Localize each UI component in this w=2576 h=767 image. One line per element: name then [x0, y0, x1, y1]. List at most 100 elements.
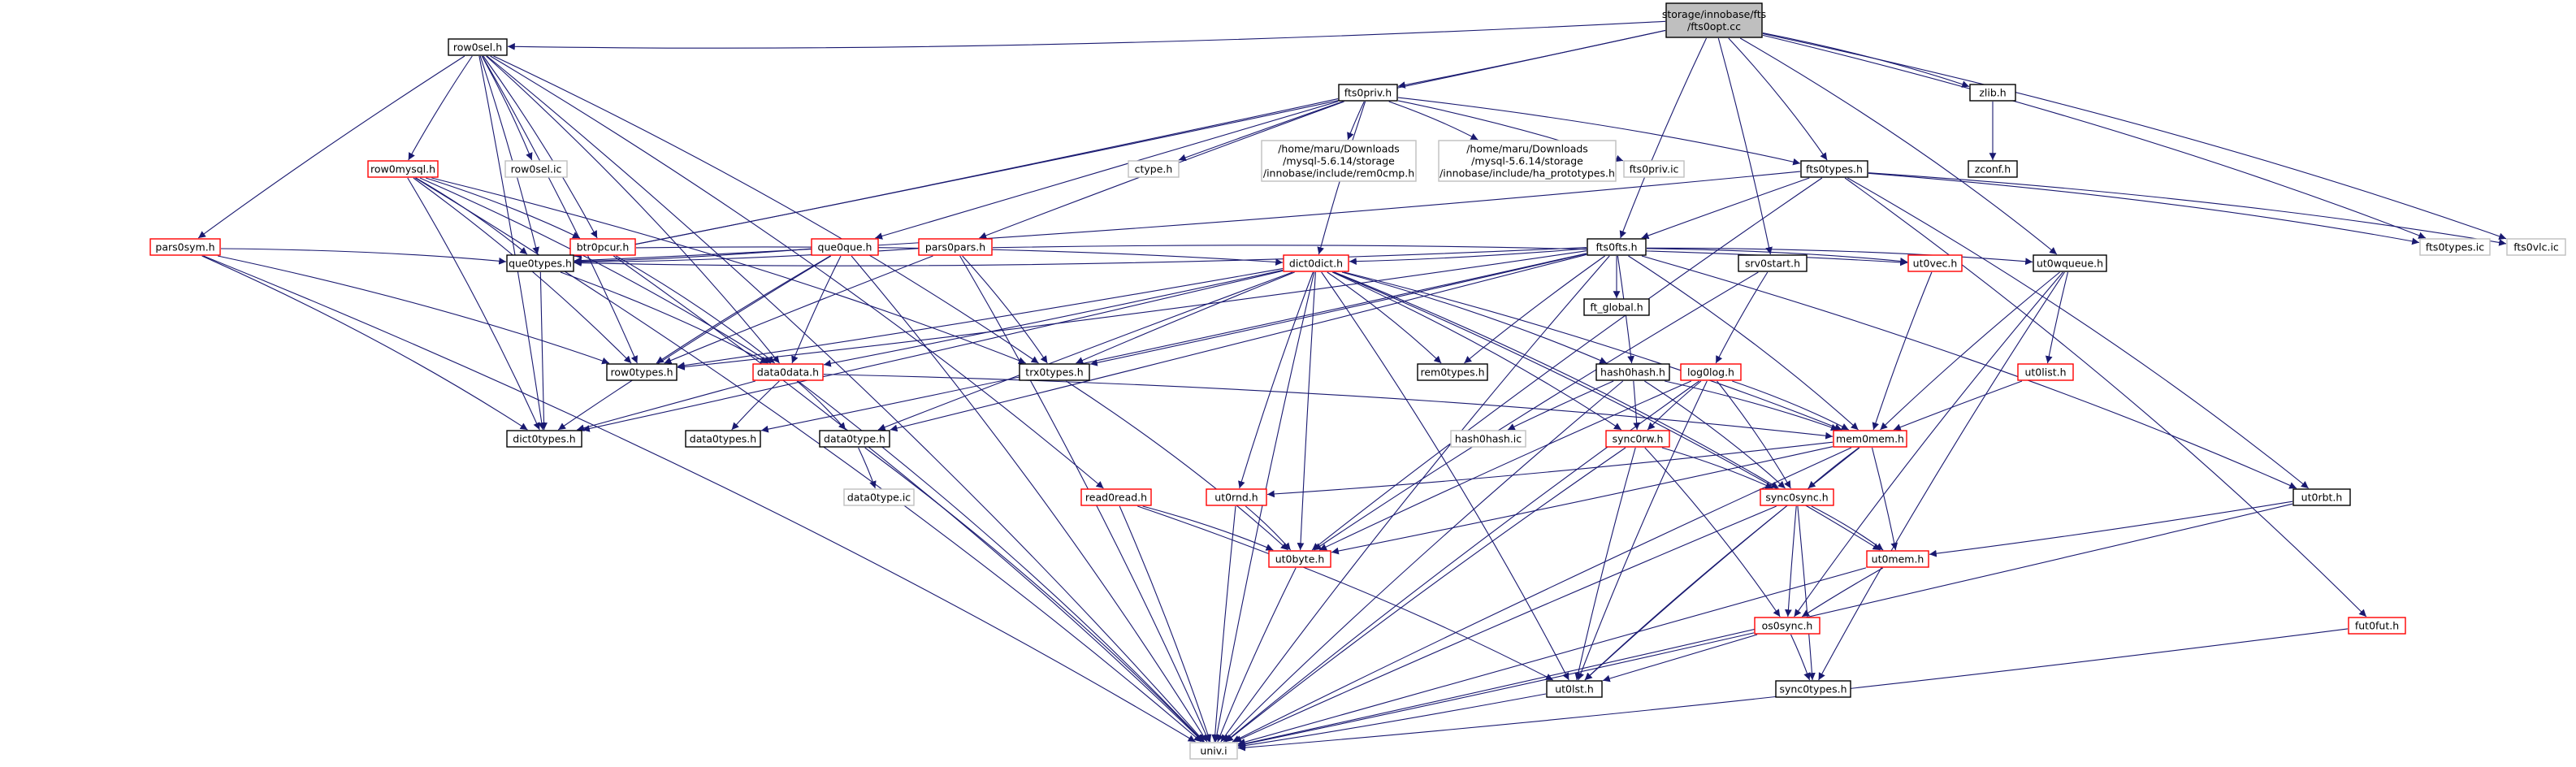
node-row0mysql-h[interactable]: row0mysql.h — [367, 160, 439, 178]
node-box — [1907, 254, 1963, 272]
node-rem0types-h[interactable]: rem0types.h — [1417, 363, 1488, 381]
node-label: zconf.h — [1975, 163, 2011, 176]
node-que0que-h[interactable]: que0que.h — [811, 238, 879, 256]
edge-dict0dict-h-to-univ-i — [1213, 271, 1315, 743]
node-box — [2292, 488, 2351, 506]
node-data0types-h[interactable]: data0types.h — [685, 430, 761, 448]
node-pars0pars-h[interactable]: pars0pars.h — [918, 238, 993, 256]
node-label: ctype.h — [1135, 163, 1173, 176]
node-box — [1866, 550, 1929, 568]
node-row0sel-ic[interactable]: row0sel.ic — [504, 160, 568, 178]
node-pars0sym-h[interactable]: pars0sym.h — [149, 238, 221, 256]
node-ut0rnd-h[interactable]: ut0rnd.h — [1206, 488, 1267, 506]
node-que0types-h[interactable]: que0types.h — [506, 254, 574, 272]
node-fts0types-ic[interactable]: fts0types.ic — [2419, 238, 2491, 256]
edge-root-to-zlib-h — [1762, 32, 1970, 88]
node-dict0dict-h[interactable]: dict0dict.h — [1283, 254, 1349, 272]
node-box — [1760, 488, 1834, 506]
node-box — [2506, 238, 2566, 256]
node-fts0priv-h[interactable]: fts0priv.h — [1338, 84, 1398, 102]
edge-dict0dict-h-to-sync0sync-h — [1334, 271, 1779, 489]
edge-row0sel-h-to-btr0pcur-h — [483, 55, 598, 239]
node-read0read-h[interactable]: read0read.h — [1080, 488, 1152, 506]
node-box — [1605, 430, 1670, 448]
edge-pars0pars-h-to-trx0types-h — [962, 255, 1048, 364]
node-root[interactable]: storage/innobase/fts/fts0opt.cc — [1662, 2, 1766, 38]
edge-pars0sym-h-to-row0types-h — [217, 255, 610, 365]
node-hash0hash-ic[interactable]: hash0hash.ic — [1450, 430, 1526, 448]
node-os0sync-h[interactable]: os0sync.h — [1754, 617, 1821, 635]
node-log0log-h[interactable]: log0log.h — [1680, 363, 1742, 381]
edge-dict0dict-h-to-dict0types-h — [582, 270, 1284, 432]
node-fts0priv-ic[interactable]: fts0priv.ic — [1623, 160, 1685, 178]
node-ha-prototypes-h[interactable]: /home/maru/Downloads/mysql-5.6.14/storag… — [1438, 140, 1617, 182]
edge-srv0start-h-to-ut0byte-h — [1314, 271, 1759, 551]
edge-trx0types-h-to-ut0byte-h — [1066, 380, 1288, 551]
node-zconf-h[interactable]: zconf.h — [1968, 160, 2018, 178]
node-fts0types-h[interactable]: fts0types.h — [1800, 160, 1868, 178]
node-sync0rw-h[interactable]: sync0rw.h — [1605, 430, 1670, 448]
edge-row0sel-h-to-univ-i — [487, 55, 1205, 743]
edge-fts0priv-h-to-ctype-h — [1178, 101, 1344, 162]
node-data0data-h[interactable]: data0data.h — [752, 363, 824, 381]
node-btr0pcur-h[interactable]: btr0pcur.h — [569, 238, 636, 256]
edge-row0sel-h-to-pars0sym-h — [197, 55, 465, 239]
edge-fts0fts-h-to-mem0mem-h — [1628, 255, 1859, 431]
node-fts0vlc-ic[interactable]: fts0vlc.ic — [2506, 238, 2566, 256]
edge-dict0dict-h-to-ut0lst-h — [1321, 271, 1569, 681]
node-univ-i[interactable]: univ.i — [1189, 742, 1238, 760]
node-box — [1680, 363, 1742, 381]
node-rem0cmp-h[interactable]: /home/maru/Downloads/mysql-5.6.14/storag… — [1261, 140, 1417, 182]
edge-fts0priv-h-to-que0types-h — [574, 98, 1339, 258]
node-row0types-h[interactable]: row0types.h — [606, 363, 678, 381]
node-ut0mem-h[interactable]: ut0mem.h — [1866, 550, 1929, 568]
node-mem0mem-h[interactable]: mem0mem.h — [1833, 430, 1907, 448]
node-box — [506, 430, 582, 448]
edge-root-to-srv0start-h — [1717, 37, 1773, 255]
edge-srv0start-h-to-log0log-h — [1715, 271, 1769, 364]
node-label: ut0rbt.h — [2301, 492, 2343, 504]
node-ut0byte-h[interactable]: ut0byte.h — [1268, 550, 1331, 568]
node-box — [1206, 488, 1267, 506]
node-ctype-h[interactable]: ctype.h — [1128, 160, 1180, 178]
edge-ut0rbt-h-to-univ-i — [1237, 503, 2293, 748]
edge-dict0dict-h-to-hash0hash-h — [1341, 271, 1608, 364]
edge-ut0wqueue-h-to-os0sync-h — [1794, 271, 2063, 618]
node-dict0types-h[interactable]: dict0types.h — [506, 430, 582, 448]
node-ft-global-h[interactable]: ft_global.h — [1583, 298, 1650, 316]
edge-fut0fut-h-to-univ-i — [1237, 628, 2349, 752]
node-fts0fts-h[interactable]: fts0fts.h — [1587, 238, 1647, 256]
node-fut0fut-h[interactable]: fut0fut.h — [2348, 617, 2406, 635]
node-box — [1189, 742, 1238, 760]
node-box — [1775, 680, 1851, 698]
node-label: row0sel.ic — [511, 163, 562, 176]
node-zlib-h[interactable]: zlib.h — [1969, 84, 2016, 102]
edge-ut0rbt-h-to-ut0mem-h — [1929, 500, 2293, 557]
edge-ut0wqueue-h-to-mem0mem-h — [1880, 271, 2060, 431]
edge-data0data-h-to-mem0mem-h — [823, 374, 1834, 440]
node-hash0hash-h[interactable]: hash0hash.h — [1595, 363, 1670, 381]
node-label: fts0vlc.ic — [2513, 241, 2559, 254]
node-ut0list-h[interactable]: ut0list.h — [2017, 363, 2074, 381]
node-ut0vec-h[interactable]: ut0vec.h — [1907, 254, 1963, 272]
node-ut0rbt-h[interactable]: ut0rbt.h — [2292, 488, 2351, 506]
node-label: /home/maru/Downloads — [1278, 143, 1400, 155]
node-label: /mysql-5.6.14/storage — [1471, 155, 1583, 167]
node-sync0sync-h[interactable]: sync0sync.h — [1760, 488, 1834, 506]
edge-root-to-fts0fts-h — [1619, 37, 1707, 239]
edges-layer — [197, 20, 2507, 752]
node-ut0lst-h[interactable]: ut0lst.h — [1546, 680, 1603, 698]
edge-que0types-h-to-dict0types-h — [539, 271, 548, 431]
node-row0sel-h[interactable]: row0sel.h — [448, 38, 508, 56]
node-sync0types-h[interactable]: sync0types.h — [1775, 680, 1851, 698]
node-data0type-h[interactable]: data0type.h — [819, 430, 890, 448]
node-srv0start-h[interactable]: srv0start.h — [1738, 254, 1808, 272]
edge-data0type-h-to-data0type-ic — [858, 447, 877, 489]
node-box — [1261, 140, 1417, 182]
edge-log0log-h-to-mem0mem-h — [1732, 380, 1849, 431]
node-ut0wqueue-h[interactable]: ut0wqueue.h — [2033, 254, 2107, 272]
node-trx0types-h[interactable]: trx0types.h — [1019, 363, 1090, 381]
node-data0type-ic[interactable]: data0type.ic — [843, 488, 915, 506]
edge-fts0fts-h-to-trx0types-h — [1089, 253, 1587, 366]
nodes-layer: storage/innobase/fts/fts0opt.cc row0sel.h… — [149, 2, 2566, 760]
